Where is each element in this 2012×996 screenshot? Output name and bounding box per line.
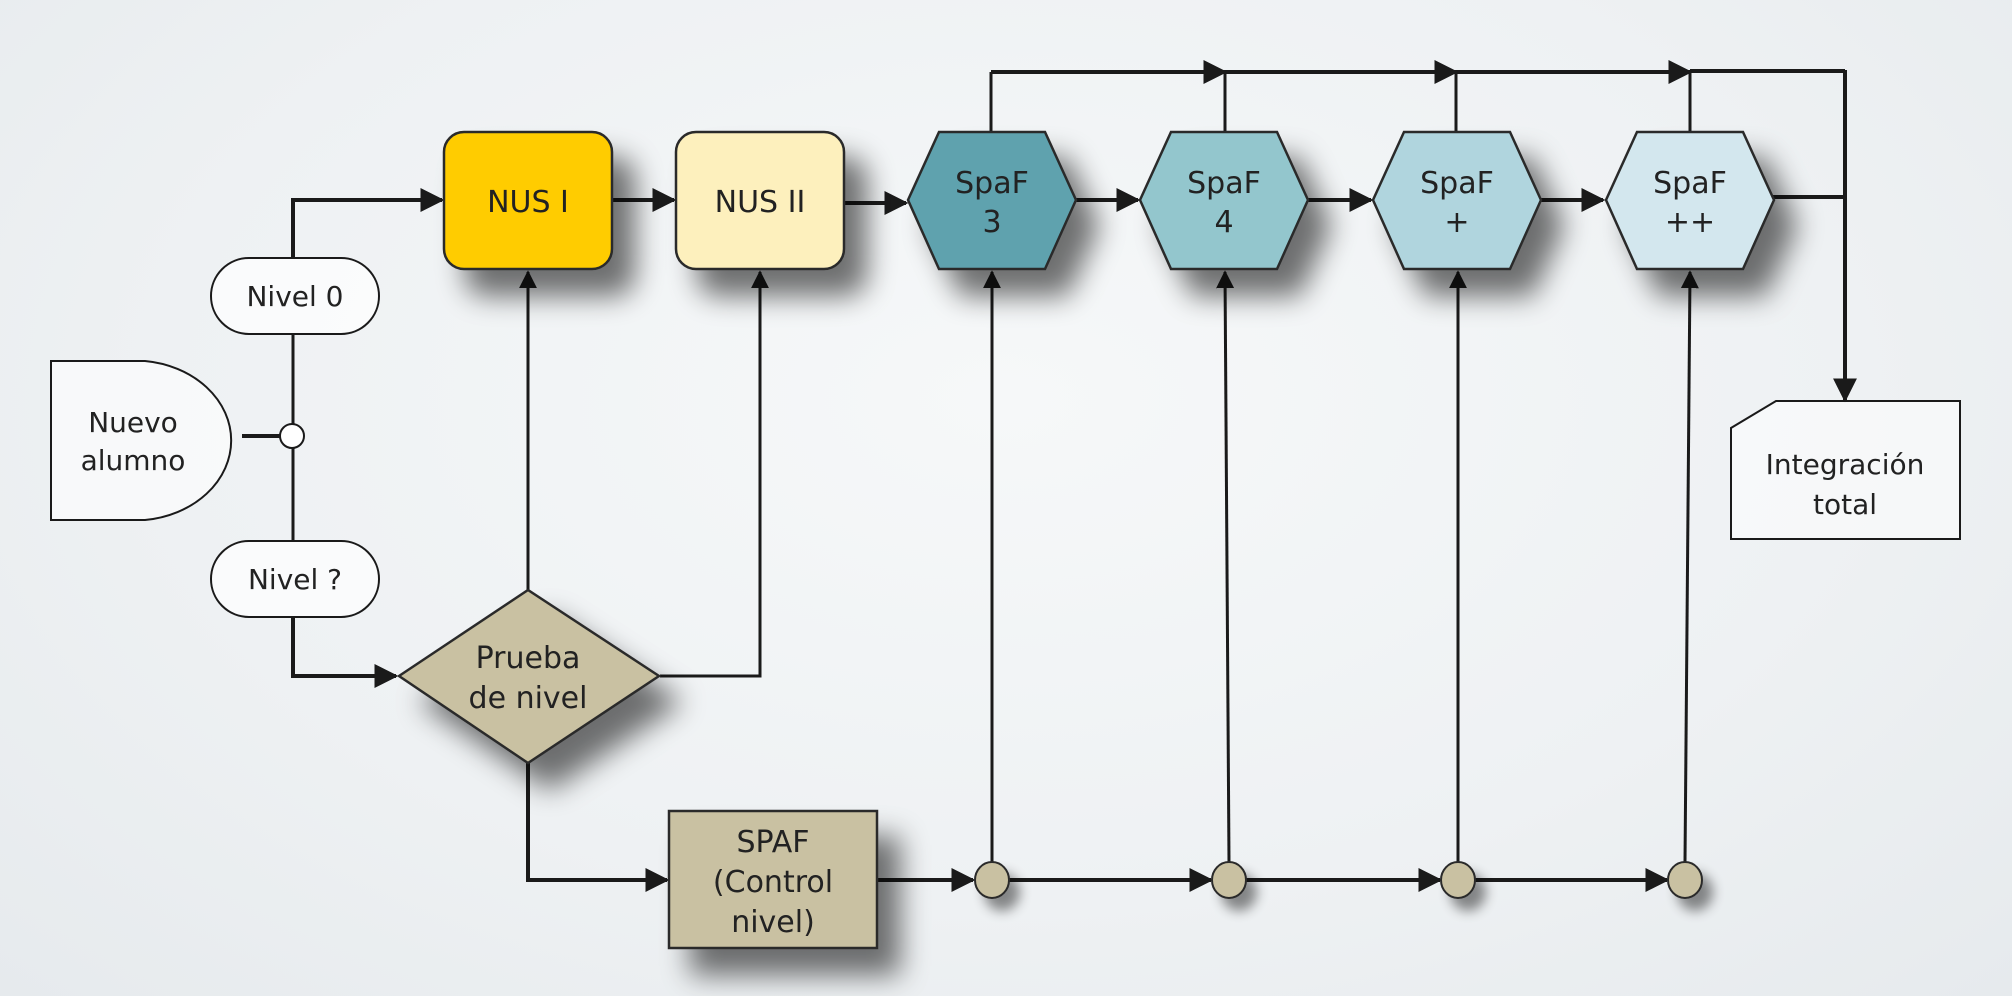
node-prueba-nivel[interactable]: Prueba de nivel [396, 588, 662, 765]
spaf4-line1: SpaF [1187, 166, 1261, 201]
hexagon-shape [1138, 130, 1310, 271]
process-shape [667, 809, 879, 950]
process-shape [442, 130, 614, 271]
node-spafplusplus[interactable]: SpaF ++ [1604, 130, 1776, 271]
edge-nivel0-nus1 [291, 188, 445, 258]
spafplusplus-line1: SpaF [1653, 166, 1727, 201]
edge-node2-spaf4 [1216, 270, 1235, 863]
card-shape [1730, 400, 1961, 540]
control-node-1[interactable] [974, 861, 1010, 899]
edge-node4-spafplusplus [1680, 270, 1699, 863]
terminator-shape [210, 257, 380, 335]
node-nivel-q[interactable]: Nivel ? [210, 540, 380, 618]
control-node-4[interactable] [1667, 861, 1703, 899]
spaf4-line2: 4 [1214, 205, 1233, 240]
nivel0-label: Nivel 0 [246, 280, 343, 313]
integracion-line2: total [1813, 488, 1877, 521]
edges [242, 60, 1857, 892]
integracion-line1: Integración [1766, 448, 1925, 481]
nivel-q-label: Nivel ? [248, 563, 342, 596]
spaf3-line2: 3 [982, 205, 1001, 240]
control-node-2[interactable] [1211, 861, 1247, 899]
junction-node[interactable] [279, 423, 305, 449]
node-spaf4[interactable]: SpaF 4 [1138, 130, 1310, 271]
node-nivel0[interactable]: Nivel 0 [210, 257, 380, 335]
nuevo-alumno-line1: Nuevo [88, 406, 178, 439]
terminator-shape [210, 540, 380, 618]
edge-nivelq-prueba [291, 617, 399, 688]
node-spaf3[interactable]: SpaF 3 [906, 130, 1078, 271]
nus2-label: NUS II [715, 185, 806, 220]
edge-prueba-control [526, 763, 670, 892]
decision-shape [396, 588, 662, 765]
node-spaf-control[interactable]: SPAF (Control nivel) [667, 809, 879, 950]
node-nus2[interactable]: NUS II [674, 130, 846, 271]
control-node-3[interactable] [1440, 861, 1476, 899]
spaf-control-line3: nivel) [731, 905, 815, 940]
delay-shape [50, 360, 233, 521]
prueba-line1: Prueba [476, 641, 581, 676]
nus1-label: NUS I [487, 185, 569, 220]
spaf3-line1: SpaF [955, 166, 1029, 201]
process-shape [674, 130, 846, 271]
spafplus-line2: + [1444, 205, 1469, 240]
hexagon-shape [1371, 130, 1543, 271]
spafplus-line1: SpaF [1420, 166, 1494, 201]
nuevo-alumno-line2: alumno [81, 444, 186, 477]
spaf-control-line1: SPAF [737, 825, 810, 860]
control-nodes [974, 861, 1703, 899]
hexagon-shape [906, 130, 1078, 271]
node-nus1[interactable]: NUS I [442, 130, 614, 271]
node-integracion-total[interactable]: Integración total [1730, 400, 1961, 540]
node-spafplus[interactable]: SpaF + [1371, 130, 1543, 271]
node-nuevo-alumno[interactable]: Nuevo alumno [50, 360, 233, 521]
edge-prueba-nus2 [660, 270, 769, 678]
prueba-line2: de nivel [469, 681, 588, 716]
spafplusplus-line2: ++ [1665, 205, 1715, 240]
hexagon-shape [1604, 130, 1776, 271]
spaf-control-line2: (Control [713, 865, 833, 900]
